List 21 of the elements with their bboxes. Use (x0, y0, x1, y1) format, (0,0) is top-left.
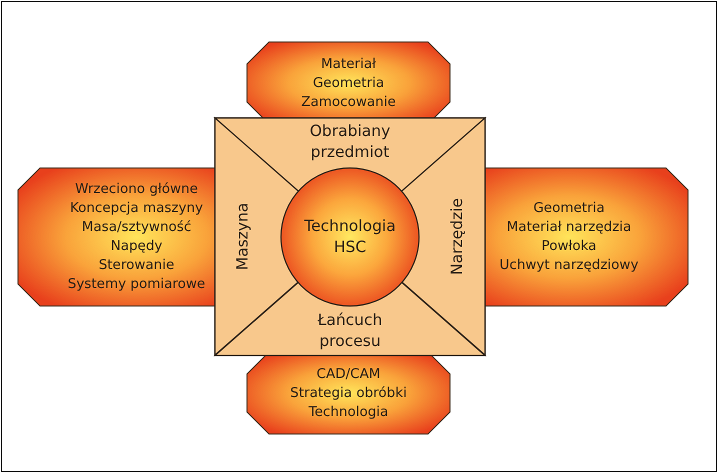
factor-text: Materiał (321, 54, 376, 74)
factor-text: Sterowanie (98, 256, 174, 275)
factor-text: Materiał narzędzia (506, 218, 632, 237)
segment-title: Maszyna (232, 202, 252, 270)
center-title: Technologia HSC (303, 216, 397, 258)
factor-text: Geometria (533, 199, 605, 218)
factor-text: Uchwyt narzędziowy (500, 256, 638, 275)
factor-text: Strategia obróbki (290, 384, 407, 402)
factor-text: Geometria (312, 74, 384, 92)
segment-title: Obrabiany przedmiot (308, 121, 392, 163)
factor-text: Napędy (110, 237, 162, 256)
factor-text: Koncepcja maszyny (70, 199, 204, 218)
segment-title: Łańcuch procesu (316, 310, 384, 352)
factor-text: Powłoka (542, 237, 596, 256)
factor-text: Masa/sztywność (82, 218, 192, 237)
factor-text: CAD/CAM (316, 364, 380, 384)
factor-text: Zamocowanie (301, 92, 396, 112)
factor-text: Systemy pomiarowe (68, 275, 206, 294)
segment-title: Narzędzie (447, 198, 467, 275)
factor-text: Technologia (308, 402, 388, 422)
factor-text: Wrzeciono główne (75, 180, 198, 199)
